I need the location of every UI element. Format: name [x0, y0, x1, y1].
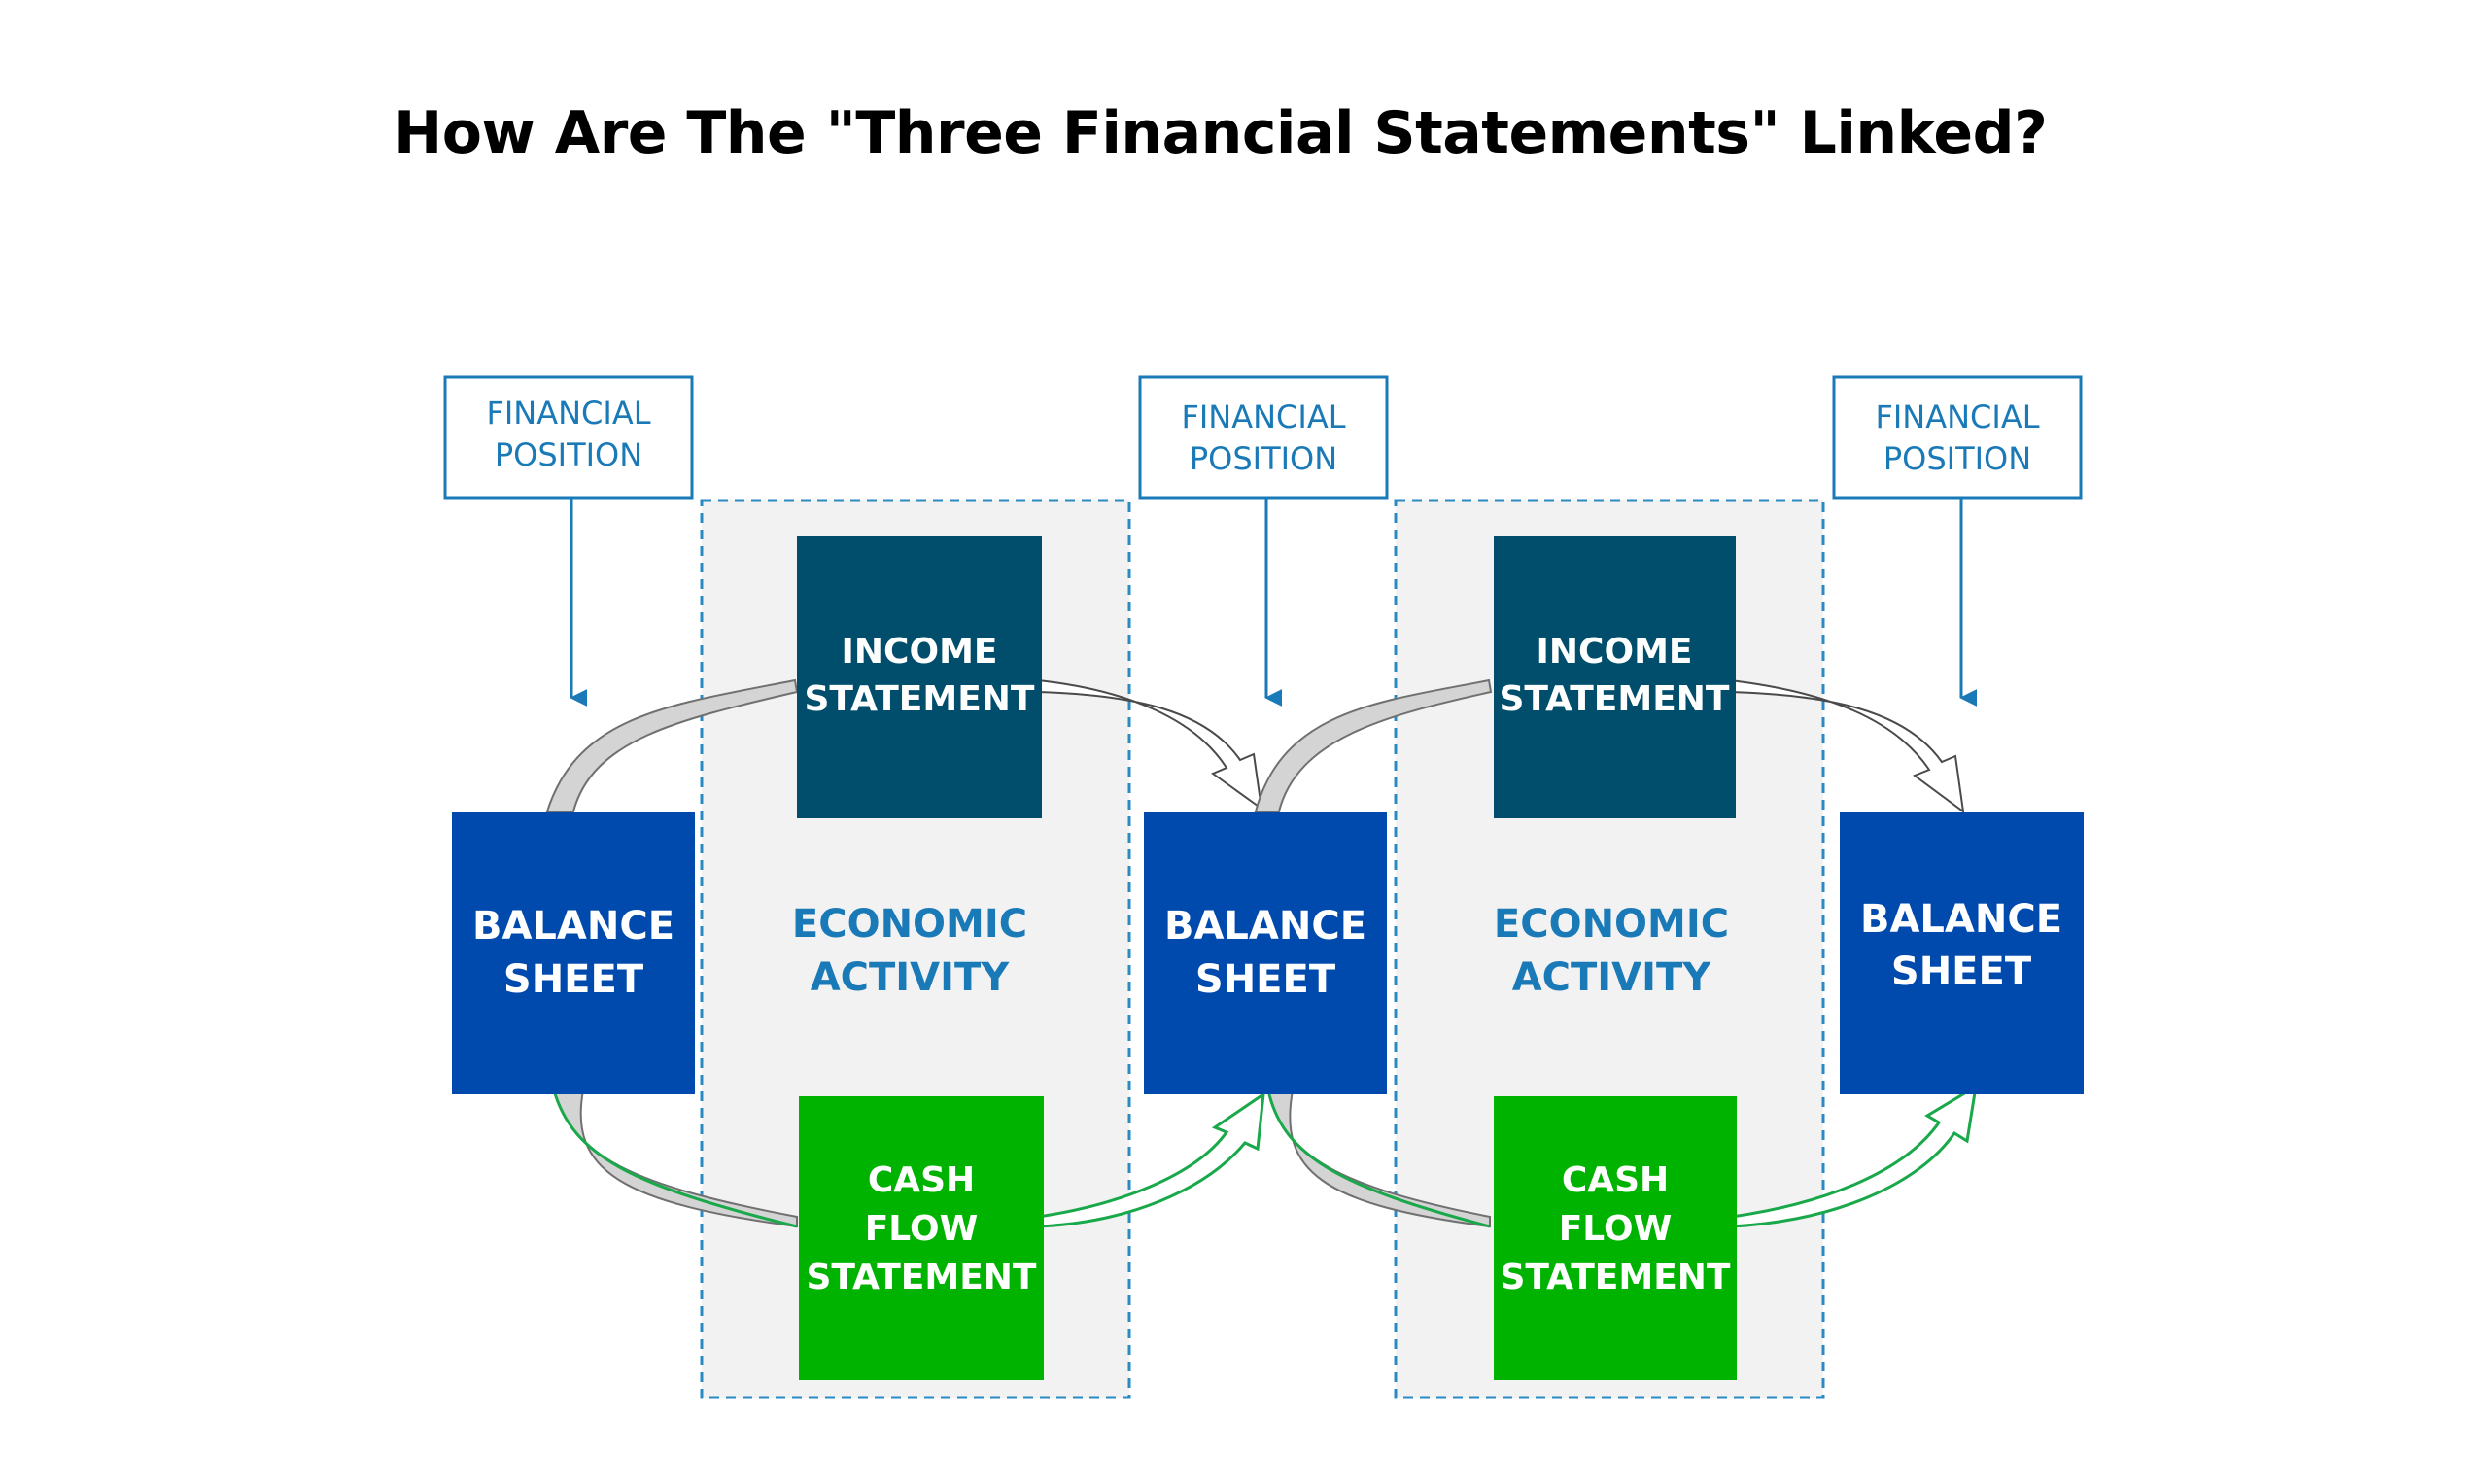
cash-flow-label-line3: STATEMENT — [1500, 1258, 1730, 1297]
cash-flow-label-line2: FLOW — [865, 1209, 979, 1249]
cash-flow-statement-box-1: CASH FLOW STATEMENT — [799, 1096, 1044, 1380]
financial-position-label-line2: POSITION — [1883, 440, 2031, 477]
income-statement-label-line1: INCOME — [842, 632, 998, 672]
balance-sheet-box-3: BALANCE SHEET — [1840, 812, 2084, 1094]
flow-arrow-cf1-to-bs2 — [1036, 1090, 1265, 1228]
financial-position-label-line1: FINANCIAL — [1181, 398, 1345, 435]
financial-position-label-line2: POSITION — [495, 436, 642, 473]
economic-activity-label-line1: ECONOMIC — [792, 902, 1027, 947]
cash-flow-label-line1: CASH — [868, 1160, 975, 1200]
income-statement-label-line1: INCOME — [1537, 632, 1693, 672]
income-statement-box-1: INCOME STATEMENT — [797, 536, 1042, 818]
cash-flow-label-line3: STATEMENT — [806, 1258, 1036, 1297]
balance-sheet-label-line1: BALANCE — [472, 904, 674, 949]
flow-arrow-is1-to-bs2 — [1037, 678, 1263, 811]
balance-sheet-label-line1: BALANCE — [1860, 897, 2062, 942]
economic-activity-label-line2: ACTIVITY — [1512, 955, 1712, 1000]
balance-sheet-box-2: BALANCE SHEET — [1144, 812, 1387, 1094]
balance-sheet-label-line2: SHEET — [1195, 957, 1336, 1002]
flow-arrow-bs2-to-is2 — [1254, 678, 1493, 812]
flow-arrow-is2-to-bs3 — [1729, 678, 1965, 814]
financial-position-label-line1: FINANCIAL — [486, 395, 650, 431]
financial-position-box-3: FINANCIAL POSITION — [1832, 375, 2083, 500]
balance-sheet-label-line2: SHEET — [503, 957, 644, 1002]
cash-flow-label-line2: FLOW — [1559, 1209, 1673, 1249]
financial-position-box-1: FINANCIAL POSITION — [443, 375, 694, 500]
financial-position-label-line1: FINANCIAL — [1875, 398, 2039, 435]
flow-edge-bs2-to-cf2 — [1266, 1089, 1491, 1228]
balance-sheet-label-line1: BALANCE — [1164, 904, 1366, 949]
balance-sheet-box-1: BALANCE SHEET — [452, 812, 695, 1094]
flow-edge-bs1-to-cf1 — [552, 1089, 798, 1228]
income-statement-label-line2: STATEMENT — [804, 679, 1034, 719]
financial-position-label-line2: POSITION — [1190, 440, 1337, 477]
flow-arrow-bs1-to-is1 — [545, 678, 799, 812]
balance-sheet-label-line2: SHEET — [1891, 949, 2032, 994]
income-statement-box-2: INCOME STATEMENT — [1494, 536, 1736, 818]
cash-flow-label-line1: CASH — [1562, 1160, 1669, 1200]
flow-arrow-cf2-to-bs3 — [1730, 1084, 1978, 1228]
economic-activity-label-line1: ECONOMIC — [1494, 902, 1729, 947]
economic-activity-label-line2: ACTIVITY — [811, 955, 1011, 1000]
financial-position-box-2: FINANCIAL POSITION — [1138, 375, 1389, 500]
cash-flow-statement-box-2: CASH FLOW STATEMENT — [1494, 1096, 1737, 1380]
income-statement-label-line2: STATEMENT — [1499, 679, 1729, 719]
page-title: How Are The "Three Financial Statements"… — [394, 99, 2048, 167]
